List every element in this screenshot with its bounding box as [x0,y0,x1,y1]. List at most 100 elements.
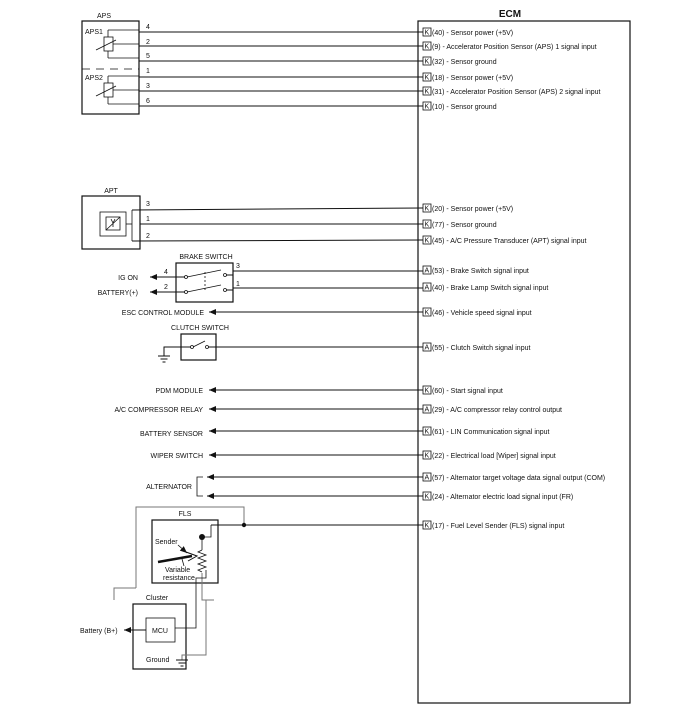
ecm-box: ECM [417,9,631,704]
brake-switch-block: BRAKE SWITCH IG ON BATTERY(+) 4 2 3 1 [98,254,423,303]
pin-letter: A [425,268,430,275]
ecm-pin-a55: A (55) - Clutch Switch signal input [422,342,530,352]
pin-letter: A [425,345,430,352]
ecm-pin-k61: K (61) - LIN Communication signal input [422,426,550,436]
ecm-pin-k46: K (46) - Vehicle speed signal input [422,307,532,317]
signal-label: (17) - Fuel Level Sender (FLS) signal in… [432,523,564,530]
ecm-pin-k31: K (31) - Accelerator Position Sensor (AP… [422,86,601,96]
signal-label: (10) - Sensor ground [432,104,497,111]
ecm-pin-k18: K (18) - Sensor power (+5V) [422,72,513,82]
pin-letter: K [425,222,430,229]
signal-label: (18) - Sensor power (+5V) [432,75,513,82]
aps-wires: 4 2 5 1 3 6 [139,24,423,107]
signal-label: (46) - Vehicle speed signal input [432,310,532,317]
ecm-pin-k17: K (17) - Fuel Level Sender (FLS) signal … [422,520,564,530]
pin-letter: K [425,523,430,530]
pin-letter: K [425,388,430,395]
pin-letter: K [425,75,430,82]
signal-label: (53) - Brake Switch signal input [432,268,529,275]
aps1-label: APS1 [85,29,103,36]
ecm-pin-k22: K (22) - Electrical load [Wiper] signal … [422,450,556,460]
signal-label: (32) - Sensor ground [432,59,497,66]
pdm-label: PDM MODULE [156,388,204,395]
brake-pin-1: 1 [236,281,240,288]
ecm-pin-k24: K (24) - Alternator electric load signal… [422,491,573,501]
battery-plus-label: BATTERY(+) [98,290,138,297]
clutch-switch-icon [190,340,209,349]
signal-label: (20) - Sensor power (+5V) [432,206,513,213]
cluster-title: Cluster [146,595,169,602]
signal-label: (29) - A/C compressor relay control outp… [432,407,562,414]
ecm-pin-k9: K (9) - Accelerator Position Sensor (APS… [422,41,597,51]
brake-pin-3: 3 [236,263,240,270]
signal-label: (40) - Brake Lamp Switch signal input [432,285,548,292]
apt-pin-3: 3 [146,201,150,208]
signal-label: (60) - Start signal input [432,388,503,395]
signal-label: (61) - LIN Communication signal input [432,429,550,436]
battery-sensor: BATTERY SENSOR [140,428,423,438]
ecm-title: ECM [499,9,521,20]
ecm-pin-a53: A (53) - Brake Switch signal input [422,265,529,275]
signal-label: (9) - Accelerator Position Sensor (APS) … [432,44,597,51]
wiper-switch: WIPER SWITCH [151,452,423,460]
aps-block: APS APS1 APS2 [81,13,140,115]
ecm-pin-k32: K (32) - Sensor ground [422,56,497,66]
brake-switch-icon [184,269,227,294]
wiper-switch-label: WIPER SWITCH [151,453,204,460]
ground-icon [158,355,170,363]
apt-wires: 3 1 2 [131,201,424,242]
aps-pin-2: 2 [146,39,150,46]
aps-pin-1: 1 [146,68,150,75]
aps2-sensor-icon [95,75,139,105]
apt-title: APT [104,188,118,195]
pin-letter: K [425,310,430,317]
esc-label: ESC CONTROL MODULE [122,310,205,317]
ecm-pin-k40: K (40) - Sensor power (+5V) [422,27,513,37]
cluster-block: Cluster MCU Ground Battery (B+) [80,570,207,670]
ecm-pin-a29: A (29) - A/C compressor relay control ou… [422,404,562,414]
signal-label: (57) - Alternator target voltage data si… [432,475,605,482]
aps-pin-6: 6 [146,98,150,105]
mcu-label: MCU [152,628,168,635]
resistance-label: resistance [163,575,195,582]
battery-b-plus-label: Battery (B+) [80,628,118,635]
ecm-pin-k10: K (10) - Sensor ground [422,101,497,111]
brake-switch-title: BRAKE SWITCH [179,254,232,261]
brake-pin-2: 2 [164,284,168,291]
clutch-switch-title: CLUTCH SWITCH [171,325,229,332]
ecm-pin-a57: A (57) - Alternator target voltage data … [422,472,605,482]
battery-sensor-label: BATTERY SENSOR [140,431,203,438]
fls-title: FLS [179,511,192,518]
pdm-module: PDM MODULE [156,387,423,395]
pin-letter: K [425,238,430,245]
aps-pin-5: 5 [146,53,150,60]
pin-letter: K [425,59,430,66]
cluster-ground-label: Ground [146,657,169,664]
pin-letter: K [425,494,430,501]
ecm-pin-k77: K (77) - Sensor ground [422,219,497,229]
aps-pin-4: 4 [146,24,150,31]
pin-letter: A [425,475,430,482]
ecm-pin-k45: K (45) - A/C Pressure Transducer (APT) s… [422,235,587,245]
esc-control-module: ESC CONTROL MODULE [122,309,423,317]
pin-letter: A [425,407,430,414]
aps-title: APS [97,13,111,20]
signal-label: (22) - Electrical load [Wiper] signal in… [432,453,556,460]
signal-label: (40) - Sensor power (+5V) [432,30,513,37]
aps-pin-3: 3 [146,83,150,90]
signal-label: (24) - Alternator electric load signal i… [432,494,573,501]
ground-icon [176,659,188,667]
aps1-sensor-icon [95,29,139,59]
pin-letter: K [425,44,430,51]
apt-pin-1: 1 [146,216,150,223]
variable-label: Variable [165,567,190,574]
alternator-label: ALTERNATOR [146,484,192,491]
apt-block: APT [81,188,141,250]
signal-label: (31) - Accelerator Position Sensor (APS)… [432,89,601,96]
aps2-label: APS2 [85,75,103,82]
ac-relay-label: A/C COMPRESSOR RELAY [114,407,203,414]
pin-letter: K [425,89,430,96]
alternator: ALTERNATOR [146,474,423,499]
